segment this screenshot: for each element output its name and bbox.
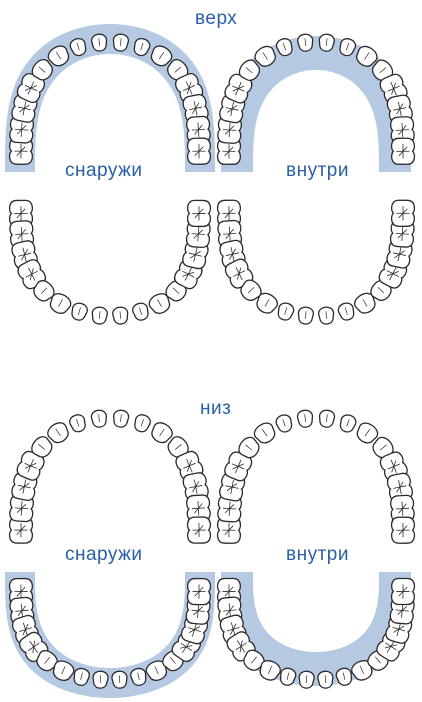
label-bottom-inside: внутри <box>286 545 349 564</box>
lower-arch <box>9 200 210 324</box>
front-tooth <box>112 671 128 689</box>
lower-arch <box>217 200 414 325</box>
front-tooth <box>317 671 333 689</box>
front-tooth <box>298 671 314 689</box>
front-tooth <box>318 410 335 428</box>
front-tooth <box>113 410 130 428</box>
molar-tooth <box>391 200 414 226</box>
label-top-outside: снаружи <box>65 161 142 180</box>
molar-tooth <box>391 138 414 164</box>
front-tooth <box>337 301 356 321</box>
upper-arch <box>217 410 414 544</box>
front-tooth <box>318 307 335 325</box>
front-tooth <box>132 413 152 434</box>
front-tooth <box>131 301 150 321</box>
front-tooth <box>91 307 107 325</box>
front-tooth <box>297 307 314 325</box>
molar-tooth <box>187 138 210 164</box>
front-tooth <box>68 413 88 434</box>
front-tooth <box>297 410 314 428</box>
front-tooth <box>338 413 358 434</box>
front-tooth <box>112 307 128 325</box>
front-tooth <box>274 413 294 434</box>
molar-tooth <box>187 200 210 226</box>
label-bottom-outside: снаружи <box>65 545 142 564</box>
front-tooth <box>70 301 89 321</box>
molar-tooth <box>187 579 210 605</box>
title-lower-jaw: низ <box>200 399 231 418</box>
highlight-upper-inner <box>221 36 411 172</box>
title-upper-jaw: верх <box>195 9 237 28</box>
molar-tooth <box>187 517 210 543</box>
molar-tooth <box>391 578 414 604</box>
front-tooth <box>91 410 108 428</box>
front-tooth <box>276 301 295 321</box>
molar-tooth <box>391 517 414 543</box>
front-tooth <box>92 671 108 689</box>
upper-arch <box>9 410 210 544</box>
label-top-inside: внутри <box>286 161 349 180</box>
